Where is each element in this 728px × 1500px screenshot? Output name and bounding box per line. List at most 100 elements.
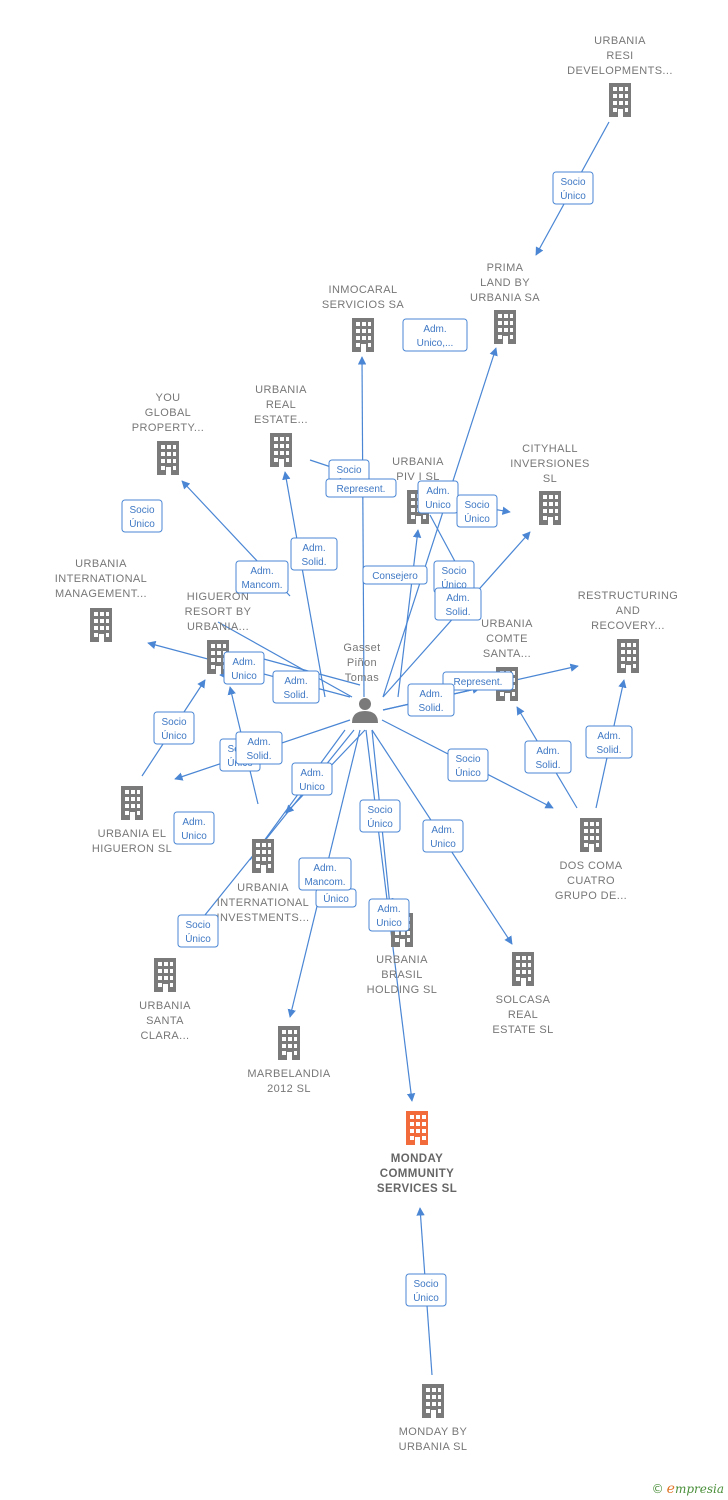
- relation-text: Adm.: [232, 657, 255, 668]
- relation-box: [235, 560, 289, 594]
- company-node-intlmgmt[interactable]: URBANIAINTERNATIONALMANAGEMENT...: [55, 558, 147, 642]
- marbelandia-label-line: 2012 SL: [267, 1083, 311, 1095]
- company-node-comte[interactable]: URBANIACOMTESANTA...: [481, 618, 533, 701]
- edge-5: [282, 471, 326, 698]
- relation-label[interactable]: Adm.Unico: [417, 480, 459, 514]
- relation-label[interactable]: Adm.Unico: [368, 898, 410, 932]
- relation-text: Unico,...: [417, 338, 454, 349]
- relation-box: [290, 537, 338, 571]
- company-node-intlinv[interactable]: URBANIAINTERNATIONALINVESTMENTS...: [217, 839, 310, 924]
- company-node-realestate[interactable]: URBANIAREALESTATE...: [254, 384, 308, 467]
- relation-label[interactable]: Adm.Unico,...: [402, 318, 468, 352]
- relation-label[interactable]: Adm.Solid.: [407, 683, 455, 717]
- relation-box: [407, 683, 455, 717]
- building-icon: [539, 491, 561, 525]
- relation-label[interactable]: Adm.Solid.: [235, 731, 283, 765]
- relation-label[interactable]: Represent.: [325, 478, 397, 498]
- relation-text: Solid.: [246, 751, 271, 762]
- brand-footer[interactable]: ©empresia: [652, 1481, 724, 1497]
- relation-label[interactable]: Adm.Solid.: [585, 725, 633, 759]
- company-node-youglobal[interactable]: YOUGLOBALPROPERTY...: [132, 392, 204, 475]
- relation-text: Represent.: [454, 677, 503, 688]
- relation-label[interactable]: Adm. Solid.: [434, 587, 482, 621]
- relation-box: [552, 171, 594, 205]
- relation-text: Adm.: [536, 746, 559, 757]
- relation-text: Adm.: [431, 825, 454, 836]
- relation-box: [456, 494, 498, 528]
- relation-label[interactable]: Adm.Unico: [173, 811, 215, 845]
- restructuring-label-line: RECOVERY...: [591, 620, 665, 632]
- relation-text: Socio: [413, 1279, 438, 1290]
- brasil-label-line: BRASIL: [381, 969, 423, 981]
- intlinv-label-line: INTERNATIONAL: [217, 897, 309, 909]
- company-node-resi[interactable]: URBANIARESIDEVELOPMENTS...: [567, 35, 673, 117]
- relation-label[interactable]: Adm.Unico: [223, 651, 265, 685]
- restructuring-label-line: AND: [616, 605, 640, 617]
- relation-box: [359, 799, 401, 833]
- company-node-restructuring[interactable]: RESTRUCTURINGANDRECOVERY...: [578, 590, 679, 673]
- relation-label[interactable]: Adm.Unico: [291, 762, 333, 796]
- relation-text: Socio: [560, 177, 585, 188]
- building-icon: [580, 818, 602, 852]
- relation-box: [153, 711, 195, 745]
- relation-box: [585, 725, 633, 759]
- realestate-label-line: REAL: [266, 399, 296, 411]
- building-icon: [154, 958, 176, 992]
- relation-text: Socio: [455, 754, 480, 765]
- relation-text: Solid.: [283, 690, 308, 701]
- solcasa-label-line: ESTATE SL: [492, 1024, 553, 1036]
- piv-label-line: URBANIA: [392, 456, 444, 468]
- edge-2: [357, 356, 367, 698]
- relation-label[interactable]: Adm. Unico: [422, 819, 464, 853]
- relation-text: Socio: [185, 920, 210, 931]
- relation-text: Solid.: [445, 607, 470, 618]
- intlmgmt-label-line: MANAGEMENT...: [55, 588, 147, 600]
- brand-logo-text: mpresia: [674, 1482, 724, 1496]
- relation-label[interactable]: Adm.Mancom.: [235, 560, 289, 594]
- relation-text: Mancom.: [304, 877, 345, 888]
- relation-label[interactable]: Adm.Mancom.: [298, 857, 352, 891]
- relation-text: Unico: [430, 839, 456, 850]
- relation-text: Adm.: [597, 731, 620, 742]
- resi-label-line: DEVELOPMENTS...: [567, 65, 673, 77]
- santaclara-label-line: URBANIA: [139, 1000, 191, 1012]
- relation-text: Adm.: [446, 593, 469, 604]
- relation-box: [402, 318, 468, 352]
- company-node-santaclara[interactable]: URBANIASANTACLARA...: [139, 958, 191, 1042]
- person-label-line: Gasset: [343, 642, 380, 654]
- edge-7: [397, 529, 422, 698]
- relation-label[interactable]: Adm.Solid.: [290, 537, 338, 571]
- higueron-label-line: RESORT BY: [185, 606, 252, 618]
- relation-label[interactable]: Adm.Solid.: [524, 740, 572, 774]
- dosc-label-line: DOS COMA: [559, 860, 622, 872]
- relation-label[interactable]: Único: [315, 888, 357, 908]
- relation-label[interactable]: Consejero: [362, 565, 428, 585]
- comte-label-line: SANTA...: [483, 648, 531, 660]
- relation-text: Socio: [161, 717, 186, 728]
- relation-label[interactable]: Adm.Solid.: [272, 670, 320, 704]
- relation-label[interactable]: Represent.: [442, 671, 514, 691]
- relation-text: Unico: [181, 831, 207, 842]
- relation-text: Único: [560, 189, 586, 202]
